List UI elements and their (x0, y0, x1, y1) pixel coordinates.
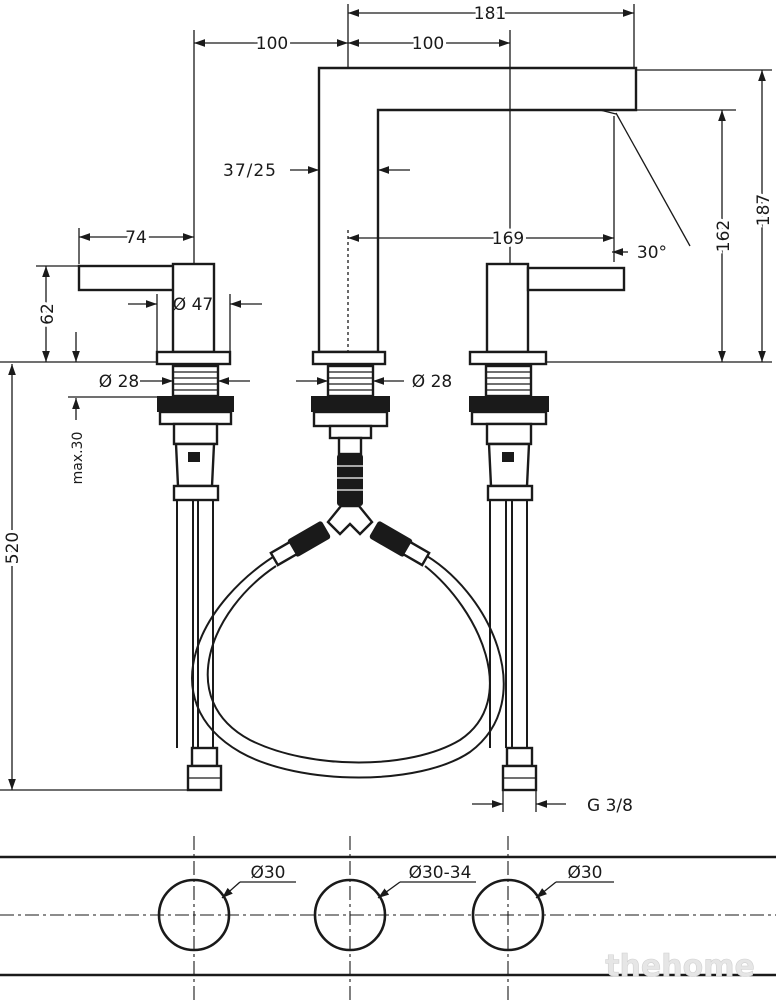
dim-74: 74 (125, 228, 147, 248)
dimension-lines (0, 4, 772, 812)
hole-right (471, 878, 545, 952)
dim-181: 181 (474, 4, 506, 24)
dim-37-25: 37/25 (223, 161, 277, 181)
dim-100-right: 100 (412, 34, 444, 54)
hole-right-label: Ø30 (567, 863, 602, 883)
dim-100-left: 100 (256, 34, 288, 54)
shank-center (311, 364, 390, 506)
dim-169: 169 (492, 229, 524, 249)
hole-center-label: Ø30-34 (409, 863, 472, 883)
dimension-labels: 181 100 100 37/25 74 169 30° 162 187 62 … (0, 1, 776, 816)
left-handle-valve (77, 262, 232, 366)
dim-diameter-28-right: Ø 28 (412, 372, 452, 392)
spout (311, 66, 638, 366)
supply-hoses (176, 500, 538, 792)
shank-left (157, 364, 234, 502)
hole-left-label: Ø30 (250, 863, 285, 883)
dim-diameter-47: Ø 47 (173, 295, 213, 315)
dim-max-30: max.30 (70, 432, 86, 485)
watermark-logo: thehome (605, 949, 755, 984)
right-handle-valve (468, 262, 626, 366)
shank-right (469, 364, 549, 502)
dim-30-degrees: 30° (637, 243, 667, 263)
dim-diameter-28-left: Ø 28 (99, 372, 139, 392)
dim-187: 187 (754, 194, 774, 226)
hole-center (313, 878, 387, 952)
dim-520: 520 (3, 532, 23, 564)
dim-62: 62 (38, 303, 58, 325)
mounting-plate: Ø30 Ø30-34 Ø30 (0, 836, 776, 1000)
hole-left (157, 878, 231, 952)
dim-g-3-8: G 3/8 (587, 796, 633, 816)
dim-162: 162 (714, 220, 734, 252)
